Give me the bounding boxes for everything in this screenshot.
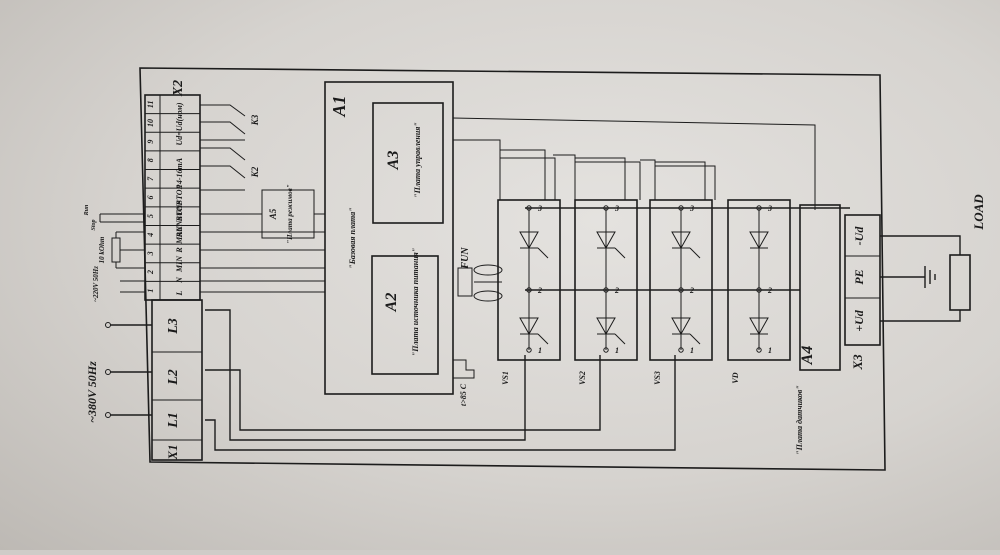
- module-pin-1: 1: [690, 346, 694, 355]
- row-label-r: R: [175, 247, 184, 254]
- relays: K2 K3: [200, 104, 260, 191]
- row-label-14-16ma: 14-16mA: [175, 157, 184, 188]
- row-label-max: MAX: [175, 225, 184, 244]
- x1-label: X1: [165, 444, 180, 460]
- x3-plus-label: +Ud: [852, 309, 866, 332]
- l2-label: L2: [166, 369, 181, 386]
- fan-label: FUN: [460, 247, 471, 270]
- row-label-runstop-1: RUNSTOP: [175, 201, 184, 239]
- module-pin-1: 1: [615, 346, 619, 355]
- x2-terminal-strip: 1 2 3 4 5 6 7 8 9 10 11 X2: [144, 80, 201, 301]
- a1-label: A1: [329, 95, 349, 117]
- x2-pin-5: 5: [146, 214, 155, 218]
- x2-pin-1: 1: [146, 289, 155, 293]
- row-label-l: L: [175, 290, 184, 296]
- run-label: Run: [84, 204, 90, 216]
- x2-a1-bus: [200, 213, 325, 293]
- x3-connector: -Ud PE +Ud X3: [844, 214, 881, 371]
- x2-pin-4: 4: [146, 233, 155, 238]
- a3-desc: "Плата управления": [413, 122, 422, 198]
- potentiometer: [111, 237, 121, 263]
- a5-mode-board: A5 "Плата режимов": [261, 184, 315, 244]
- k2-label: K2: [250, 166, 260, 178]
- module-pin-1: 1: [768, 346, 772, 355]
- l1-label: L1: [166, 412, 181, 429]
- row-label-runstop-2: RUNSTOP: [175, 185, 184, 223]
- l3-label: L3: [166, 318, 181, 335]
- a3-control-board: A3 "Плата управления": [372, 102, 444, 224]
- a4-label: A4: [799, 346, 816, 366]
- a4-desc: "Плата датчиков": [795, 385, 804, 455]
- mains-label: ~380V 50Hz: [85, 361, 99, 423]
- x2-pin-8: 8: [146, 158, 155, 162]
- k3-label: K3: [250, 114, 260, 126]
- a2-desc: "Плата источника питания": [411, 248, 420, 356]
- thermo-label: t>85 C: [459, 383, 468, 406]
- a1-base-board: A1 "Базовая плата": [324, 81, 454, 395]
- row-label-ud: Ud=Ud(ном): [175, 102, 184, 145]
- module-label: VS3: [653, 371, 662, 385]
- row-label-min: MIN: [175, 255, 184, 273]
- x3-pe-label: PE: [852, 269, 866, 284]
- mains-wires: ~380V 50Hz: [85, 322, 152, 423]
- a5-desc: "Плата режимов": [286, 184, 294, 244]
- x3-label: X3: [850, 354, 865, 371]
- x2-pin-6: 6: [146, 196, 155, 200]
- dc-bus: [205, 207, 850, 451]
- load-label: LOAD: [971, 194, 986, 231]
- module-label: VD: [731, 372, 740, 383]
- x2-row-labels: L N MIN R MAX RUNSTOP RUNSTOP 14-16mA Ud…: [175, 102, 184, 296]
- a2-psu-board: A2 "Плата источника питания": [371, 248, 439, 375]
- x2-pin-3: 3: [146, 251, 155, 256]
- a4-sensor-board: A4 "Плата датчиков": [795, 204, 841, 455]
- a3-label: A3: [385, 151, 402, 171]
- module-label: VS1: [501, 371, 510, 385]
- x3-minus-label: -Ud: [852, 226, 866, 246]
- stop-label: Stop: [91, 219, 97, 230]
- a2-label: A2: [383, 293, 400, 313]
- outer-frame: [139, 67, 886, 471]
- a5-label: A5: [268, 208, 278, 220]
- x1-connector: X1 L1 L2 L3: [151, 299, 203, 461]
- x2-pin-2: 2: [146, 270, 155, 275]
- module-label: VS2: [578, 371, 587, 385]
- x2-pin-10: 10: [146, 119, 155, 127]
- thermo-switch: t>85 C: [453, 359, 475, 406]
- x2-pin-7: 7: [146, 176, 155, 181]
- x2-label: X2: [171, 80, 186, 97]
- ohm-label: 10 kOhm: [98, 236, 106, 263]
- load: LOAD: [880, 194, 986, 322]
- x2-pin-9: 9: [146, 140, 155, 144]
- aux-supply-label: ~220V 50Hz: [92, 266, 100, 302]
- module-pin-1: 1: [538, 346, 542, 355]
- gate-control-buses: [452, 117, 816, 210]
- a1-desc: "Базовая плата": [348, 207, 357, 268]
- x2-aux-wiring: ~220V 50Hz 10 kOhm Run Stop: [84, 204, 145, 302]
- ground-icon: [880, 266, 936, 288]
- row-label-n: N: [175, 276, 184, 284]
- fan: FUN: [457, 247, 503, 302]
- x2-pin-11: 11: [146, 101, 155, 109]
